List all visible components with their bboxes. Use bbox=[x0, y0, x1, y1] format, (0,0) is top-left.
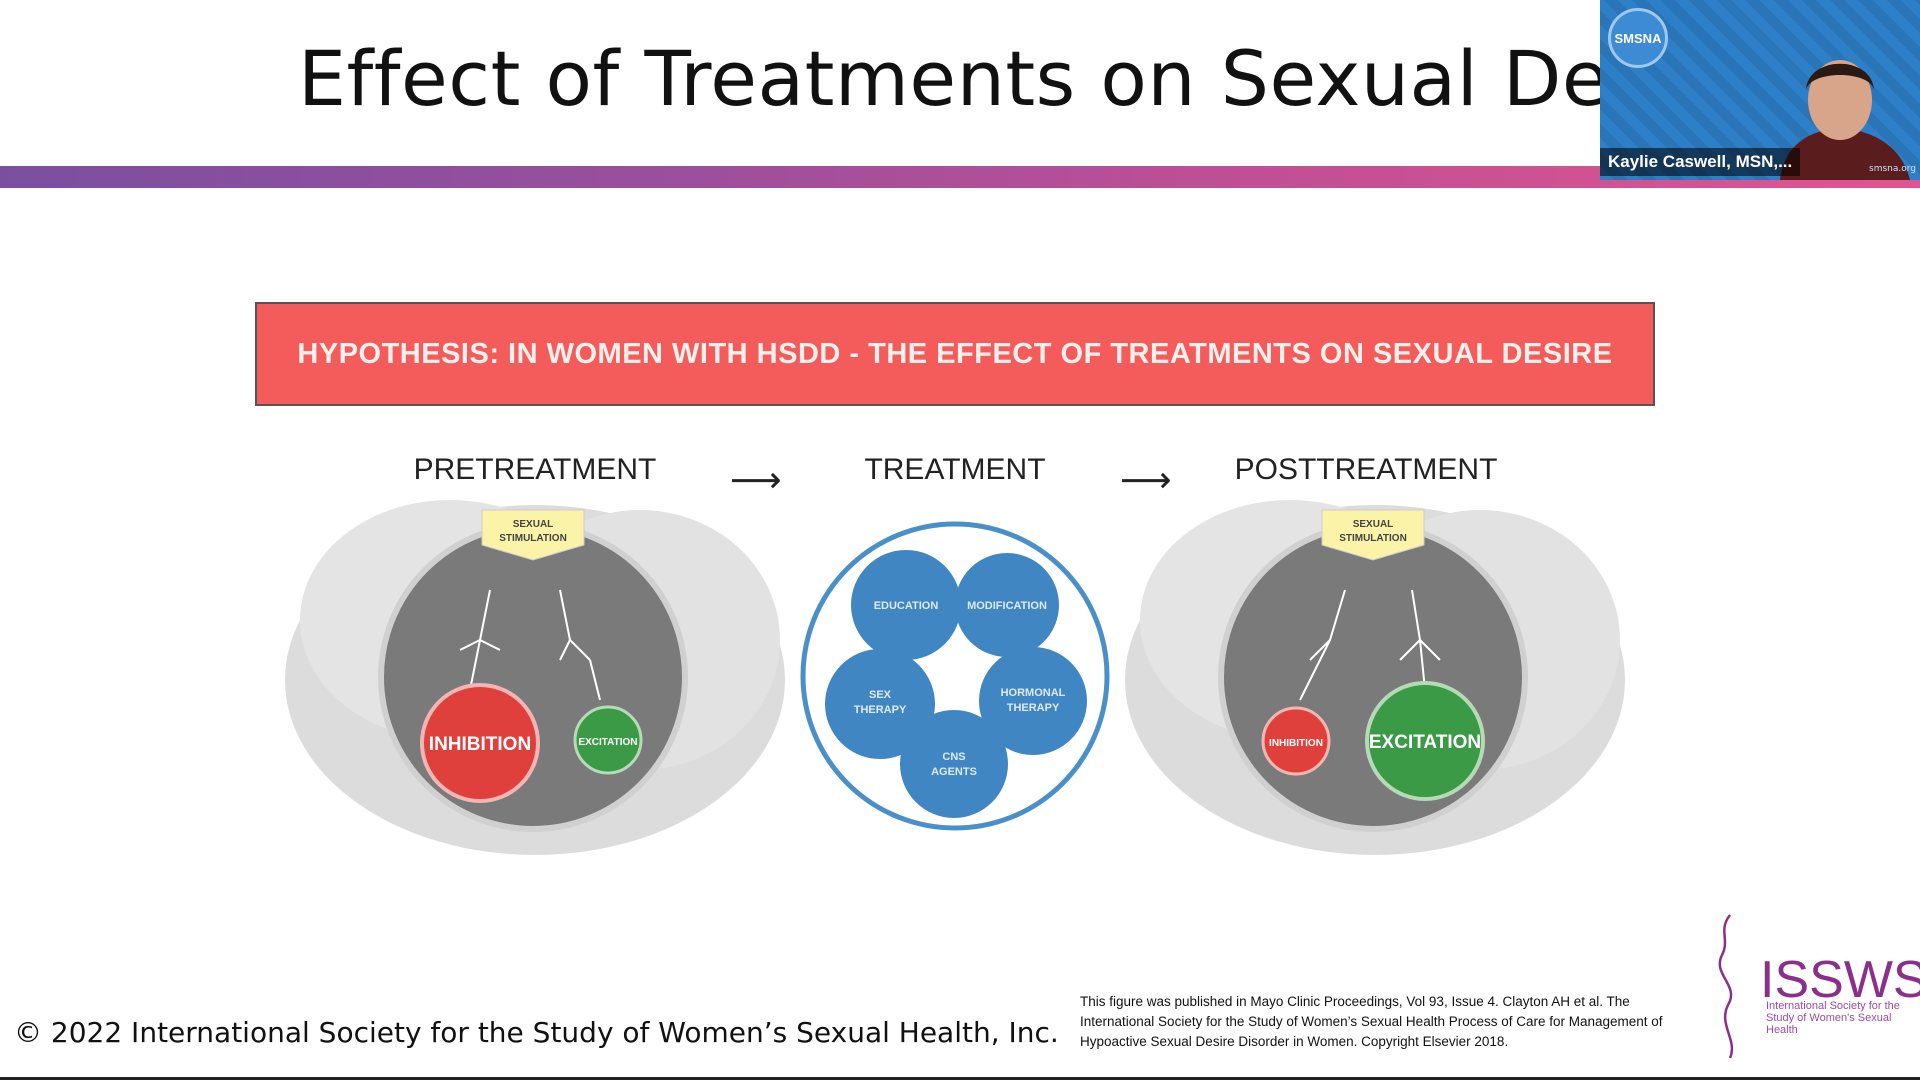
svg-text:AGENTS: AGENTS bbox=[931, 766, 977, 778]
participant-video bbox=[1780, 60, 1910, 180]
pretreatment-panel: SEXUAL STIMULATION INHIBITION EXCITATION bbox=[285, 500, 785, 855]
treatment-hormonal-therapy bbox=[979, 647, 1087, 755]
excitation-label: EXCITATION bbox=[1369, 732, 1481, 753]
pretreatment-circle bbox=[378, 522, 688, 832]
inhibition-label: INHIBITION bbox=[429, 734, 531, 755]
treatment-education bbox=[851, 550, 961, 660]
isswsh-logo-subtitle: International Society for the Study of W… bbox=[1766, 1000, 1900, 1036]
treatment-panel: EDUCATION MODIFICATION SEX THERAPY HORMO… bbox=[800, 521, 1110, 831]
svg-text:EDUCATION: EDUCATION bbox=[874, 600, 939, 612]
treatment-sex-therapy bbox=[825, 649, 935, 759]
smsna-logo-icon: SMSNA bbox=[1608, 8, 1668, 68]
arrow-icon: ⟶ bbox=[1120, 460, 1172, 501]
posttreatment-panel: SEXUAL STIMULATION INHIBITION EXCITATION bbox=[1125, 500, 1625, 855]
svg-text:MODIFICATION: MODIFICATION bbox=[967, 600, 1047, 612]
isswsh-logo-icon bbox=[1718, 914, 1734, 1059]
stimulation-label: SEXUAL bbox=[513, 519, 554, 530]
svg-text:HORMONAL: HORMONAL bbox=[1001, 687, 1066, 699]
stage-label-treatment: TREATMENT bbox=[864, 453, 1046, 486]
svg-text:SEX: SEX bbox=[869, 689, 892, 701]
copyright-text: © 2022 International Society for the Stu… bbox=[14, 1016, 1059, 1049]
stimulation-tag bbox=[1321, 509, 1425, 561]
slide-title: Effect of Treatments on Sexual Desire bbox=[298, 34, 1749, 123]
excitation-label: EXCITATION bbox=[578, 737, 637, 748]
excitation-circle bbox=[1365, 681, 1485, 801]
treatment-cns-agents bbox=[900, 710, 1008, 818]
header-gradient-bar bbox=[0, 166, 1920, 188]
webcam-tile[interactable]: SMSNA Kaylie Caswell, MSN,... smsna.org bbox=[1600, 0, 1920, 180]
arrow-icon: ⟶ bbox=[730, 460, 782, 501]
svg-text:THERAPY: THERAPY bbox=[854, 704, 907, 716]
bottom-divider bbox=[0, 1077, 1920, 1080]
stage-label-posttreatment: POSTTREATMENT bbox=[1234, 453, 1498, 486]
inhibition-circle bbox=[1261, 706, 1331, 776]
stimulation-tag bbox=[481, 509, 585, 561]
stimulation-label: STIMULATION bbox=[499, 533, 567, 544]
posttreatment-circle bbox=[1218, 522, 1528, 832]
participant-name: Kaylie Caswell, MSN,... bbox=[1600, 148, 1801, 176]
stimulation-label: STIMULATION bbox=[1339, 533, 1407, 544]
inhibition-circle bbox=[420, 683, 540, 803]
isswsh-logo-title: ISSWSH bbox=[1760, 951, 1920, 1009]
hypothesis-banner: HYPOTHESIS: IN WOMEN WITH HSDD - THE EFF… bbox=[255, 302, 1655, 406]
stimulation-label: SEXUAL bbox=[1353, 519, 1394, 530]
webcam-site-text: smsna.org bbox=[1869, 164, 1916, 174]
inhibition-label: INHIBITION bbox=[1269, 738, 1323, 749]
neuron-icon bbox=[459, 589, 601, 701]
svg-text:CNS: CNS bbox=[942, 751, 965, 763]
neuron-icon bbox=[1299, 589, 1441, 701]
svg-text:THERAPY: THERAPY bbox=[1007, 702, 1060, 714]
excitation-circle bbox=[573, 705, 643, 775]
citation-text: This figure was published in Mayo Clinic… bbox=[1080, 994, 1663, 1049]
stage-label-pretreatment: PRETREATMENT bbox=[413, 453, 657, 486]
hypothesis-text: HYPOTHESIS: IN WOMEN WITH HSDD - THE EFF… bbox=[297, 337, 1613, 370]
treatment-modification bbox=[955, 553, 1059, 657]
